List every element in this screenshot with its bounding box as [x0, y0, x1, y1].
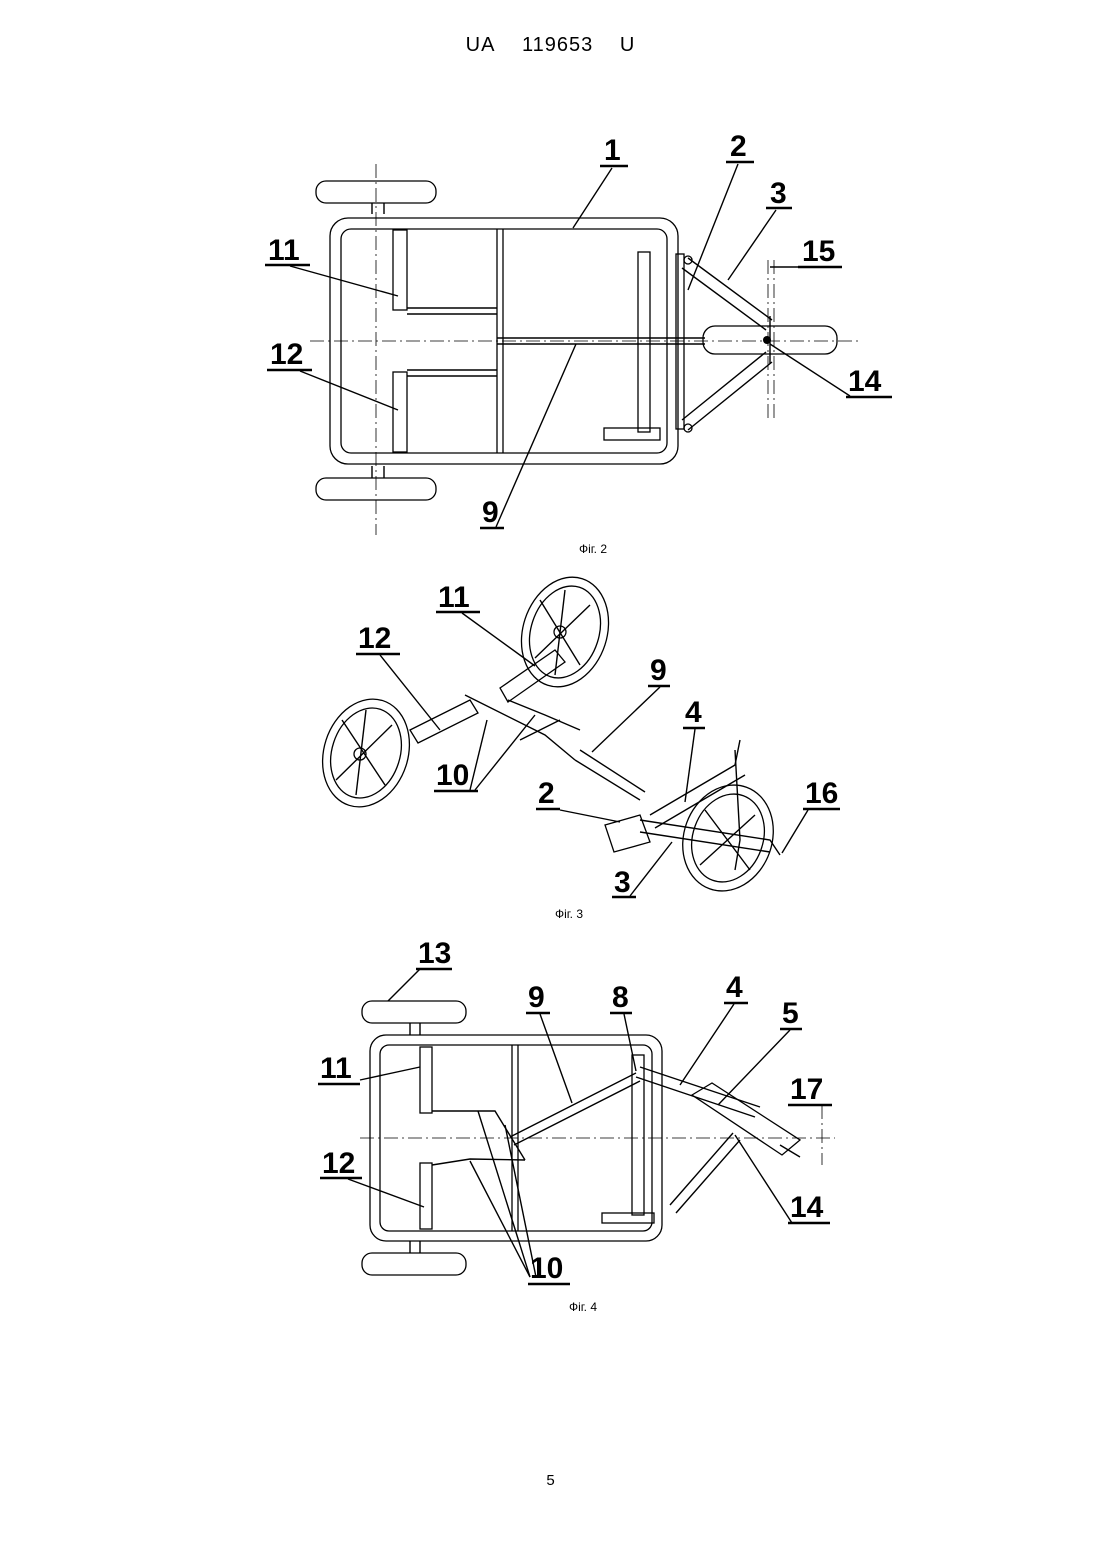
fig3-label-11: 11: [436, 581, 535, 666]
figure-3-drawing: 11 12 9 4 10 2 16 3: [0, 570, 1101, 910]
fig3-caption: Фіг. 3: [469, 907, 669, 921]
fig3-label-16: 16: [782, 777, 840, 853]
svg-text:9: 9: [482, 496, 499, 529]
figure-4-drawing: 13 9 8 4 5 11 17 12 14 10: [0, 935, 1101, 1295]
fig4-label-9: 9: [526, 981, 572, 1103]
svg-text:10: 10: [436, 759, 469, 792]
fig4-label-12: 12: [320, 1147, 424, 1207]
svg-text:11: 11: [268, 234, 300, 267]
svg-text:16: 16: [805, 777, 838, 810]
svg-text:14: 14: [848, 365, 882, 398]
fig4-label-14: 14: [735, 1135, 830, 1224]
svg-text:8: 8: [612, 981, 629, 1014]
fig2-label-3: 3: [728, 177, 792, 280]
fig3-label-12: 12: [356, 622, 440, 730]
svg-text:12: 12: [358, 622, 391, 655]
svg-text:11: 11: [438, 581, 470, 614]
svg-text:12: 12: [270, 338, 303, 371]
fig4-wheel-14: [692, 1083, 800, 1157]
fig3-label-10: 10: [434, 715, 535, 792]
svg-text:1: 1: [604, 134, 621, 167]
svg-text:17: 17: [790, 1073, 823, 1106]
fig3-label-2: 2: [536, 777, 620, 822]
svg-text:2: 2: [538, 777, 555, 810]
fig4-wheel-13: [362, 1001, 466, 1035]
fig4-label-17: 17: [788, 1073, 832, 1106]
svg-text:11: 11: [320, 1052, 352, 1085]
fig2-label-12: 12: [267, 338, 398, 410]
svg-text:12: 12: [322, 1147, 355, 1180]
fig4-wheel-bottom: [362, 1241, 466, 1275]
fig3-wheel-top: [508, 566, 622, 698]
svg-text:14: 14: [790, 1191, 824, 1224]
fig2-label-15: 15: [770, 235, 842, 268]
svg-text:9: 9: [650, 654, 667, 687]
fig4-label-13: 13: [388, 937, 452, 1001]
figure-2-drawing: 1 2 3 15 11 12 14 9: [0, 0, 1101, 560]
fig4-label-10: 10: [470, 1111, 570, 1285]
svg-text:2: 2: [730, 130, 747, 163]
svg-text:3: 3: [770, 177, 787, 210]
fig3-label-9: 9: [592, 654, 670, 752]
fig2-label-1: 1: [573, 134, 628, 228]
fig4-drawbar: [636, 1067, 760, 1213]
svg-text:3: 3: [614, 866, 631, 899]
page-number: 5: [0, 1472, 1101, 1489]
fig4-rod-9: [510, 1073, 640, 1145]
fig2-label-11: 11: [265, 234, 398, 296]
svg-text:5: 5: [782, 997, 799, 1030]
fig2-caption: Фіг. 2: [493, 542, 693, 556]
svg-text:4: 4: [685, 696, 702, 729]
fig4-label-4: 4: [680, 971, 748, 1085]
svg-text:15: 15: [802, 235, 835, 268]
fig2-label-9: 9: [480, 344, 576, 529]
fig3-wheel-left: [309, 688, 423, 819]
fig2-front-beam: [604, 252, 684, 440]
fig2-wheel-14: [703, 316, 837, 364]
fig4-label-11: 11: [318, 1052, 420, 1085]
svg-text:9: 9: [528, 981, 545, 1014]
svg-text:13: 13: [418, 937, 451, 970]
fig2-label-2: 2: [688, 130, 754, 290]
fig3-label-4: 4: [683, 696, 705, 802]
svg-text:10: 10: [530, 1252, 563, 1285]
fig4-caption: Фіг. 4: [483, 1300, 683, 1314]
svg-text:4: 4: [726, 971, 743, 1004]
